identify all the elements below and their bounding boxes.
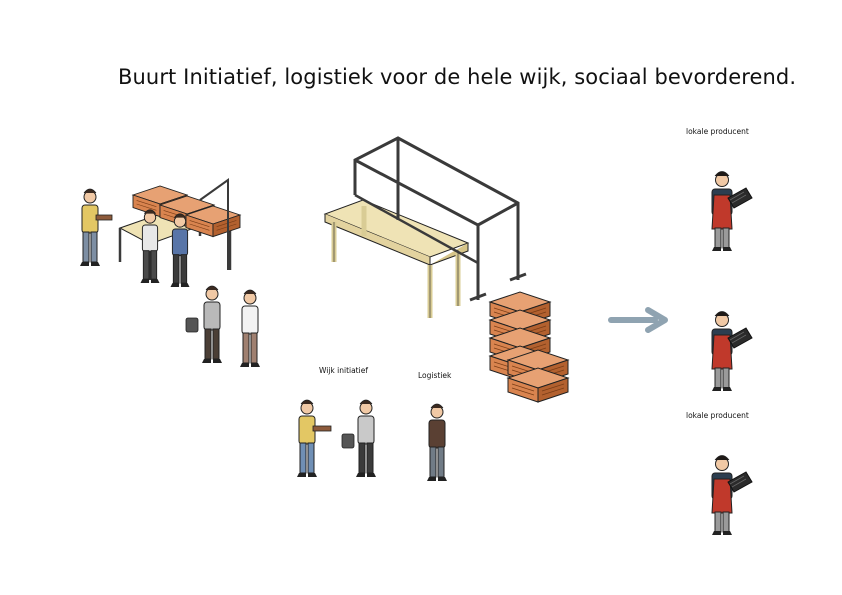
producer-icon-top [711,171,753,252]
person-logistiek-man [426,403,448,482]
page-title: Buurt Initiatief, logistiek voor de hele… [118,65,797,89]
label-producer-bottom: lokale producent [686,411,749,420]
label-logistiek: Logistiek [418,371,452,380]
person-young-woman-left [239,289,261,368]
producer-icon-middle [711,311,753,392]
arrow-right-icon [608,307,668,333]
market-stall-icon [323,136,527,318]
crate-stack-center [489,291,569,403]
label-producer-top: lokale producent [686,127,749,136]
person-elderly-woman-left [185,285,223,364]
person-woman-with-tray-center [296,399,332,478]
person-elderly-woman-center [341,399,377,478]
person-woman-with-tray-left [79,188,113,267]
label-wijk-initiatief: Wijk initiatief [319,366,368,375]
producer-icon-bottom [711,455,753,536]
